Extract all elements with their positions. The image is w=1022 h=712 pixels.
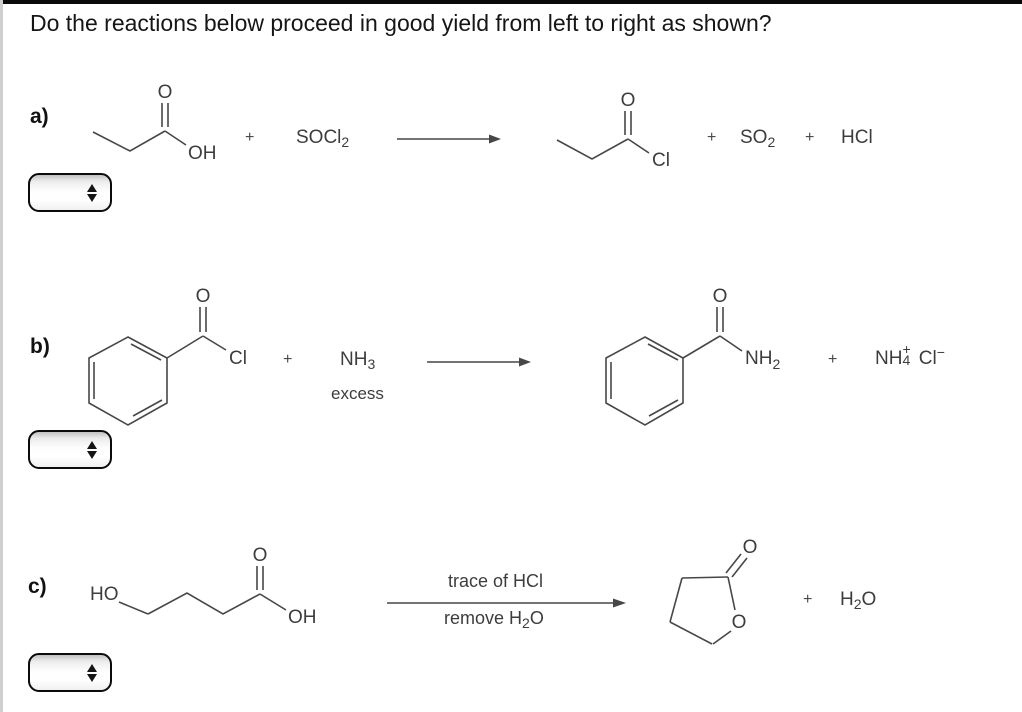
ammonium-chloride-formula: NH+4 Cl−: [875, 341, 945, 369]
so2-formula: SO2: [740, 127, 776, 150]
up-arrow-icon: [87, 440, 97, 449]
excess-note: excess: [331, 384, 384, 403]
stepper-arrows-icon: [87, 440, 97, 459]
down-arrow-icon: [87, 450, 97, 459]
svg-text:Cl: Cl: [229, 348, 247, 369]
plus-sign: +: [805, 129, 815, 146]
plus-sign: +: [283, 351, 293, 368]
svg-text:O: O: [732, 612, 747, 633]
butyrolactone-structure: O O: [669, 537, 758, 645]
svg-text:O: O: [621, 90, 636, 111]
svg-text:O: O: [253, 545, 268, 566]
svg-text:O: O: [713, 286, 728, 307]
answer-dropdown-b[interactable]: [28, 430, 112, 469]
svg-text:O: O: [743, 537, 758, 558]
answer-dropdown-a[interactable]: [28, 173, 112, 212]
svg-text:Cl: Cl: [652, 150, 670, 171]
benzoyl-chloride-structure: O Cl: [88, 286, 247, 426]
svg-text:O: O: [158, 82, 173, 103]
up-arrow-icon: [87, 183, 97, 192]
down-arrow-icon: [87, 673, 97, 682]
h2o-formula: H2O: [840, 589, 877, 612]
plus-sign: +: [707, 129, 717, 146]
reaction-c-label: c): [28, 575, 47, 598]
reaction-a-label: a): [30, 105, 49, 128]
stepper-arrows-icon: [87, 183, 97, 202]
socl2-formula: SOCl2: [296, 127, 350, 150]
up-arrow-icon: [87, 663, 97, 672]
nh3-formula: NH3: [340, 349, 376, 372]
svg-text:NH2: NH2: [745, 348, 780, 372]
plus-sign: +: [803, 591, 813, 608]
hydroxybutanoic-acid-structure: HO O OH: [90, 545, 317, 628]
svg-text:OH: OH: [288, 607, 317, 628]
page-title: Do the reactions below proceed in good y…: [30, 10, 772, 36]
arrow-condition-top: trace of HCl: [448, 571, 544, 591]
down-arrow-icon: [87, 193, 97, 202]
benzamide-structure: O NH2: [605, 286, 780, 426]
plus-sign: +: [245, 129, 255, 146]
propanoyl-chloride-structure: O Cl: [556, 90, 670, 171]
top-border: [0, 0, 1022, 4]
reaction-b-label: b): [30, 335, 50, 358]
svg-text:OH: OH: [188, 143, 217, 164]
stepper-arrows-icon: [87, 663, 97, 682]
left-border: [0, 0, 3, 712]
reaction-arrow: [397, 134, 501, 144]
reaction-arrow: [387, 598, 626, 608]
reaction-arrow: [427, 357, 531, 367]
propanoic-acid-structure: O OH: [92, 82, 217, 164]
hcl-formula: HCl: [841, 127, 873, 148]
arrow-condition-bottom: remove H2O: [444, 608, 544, 631]
svg-text:O: O: [196, 286, 211, 307]
answer-dropdown-c[interactable]: [28, 653, 112, 692]
svg-text:HO: HO: [90, 584, 119, 605]
plus-sign: +: [828, 351, 838, 368]
